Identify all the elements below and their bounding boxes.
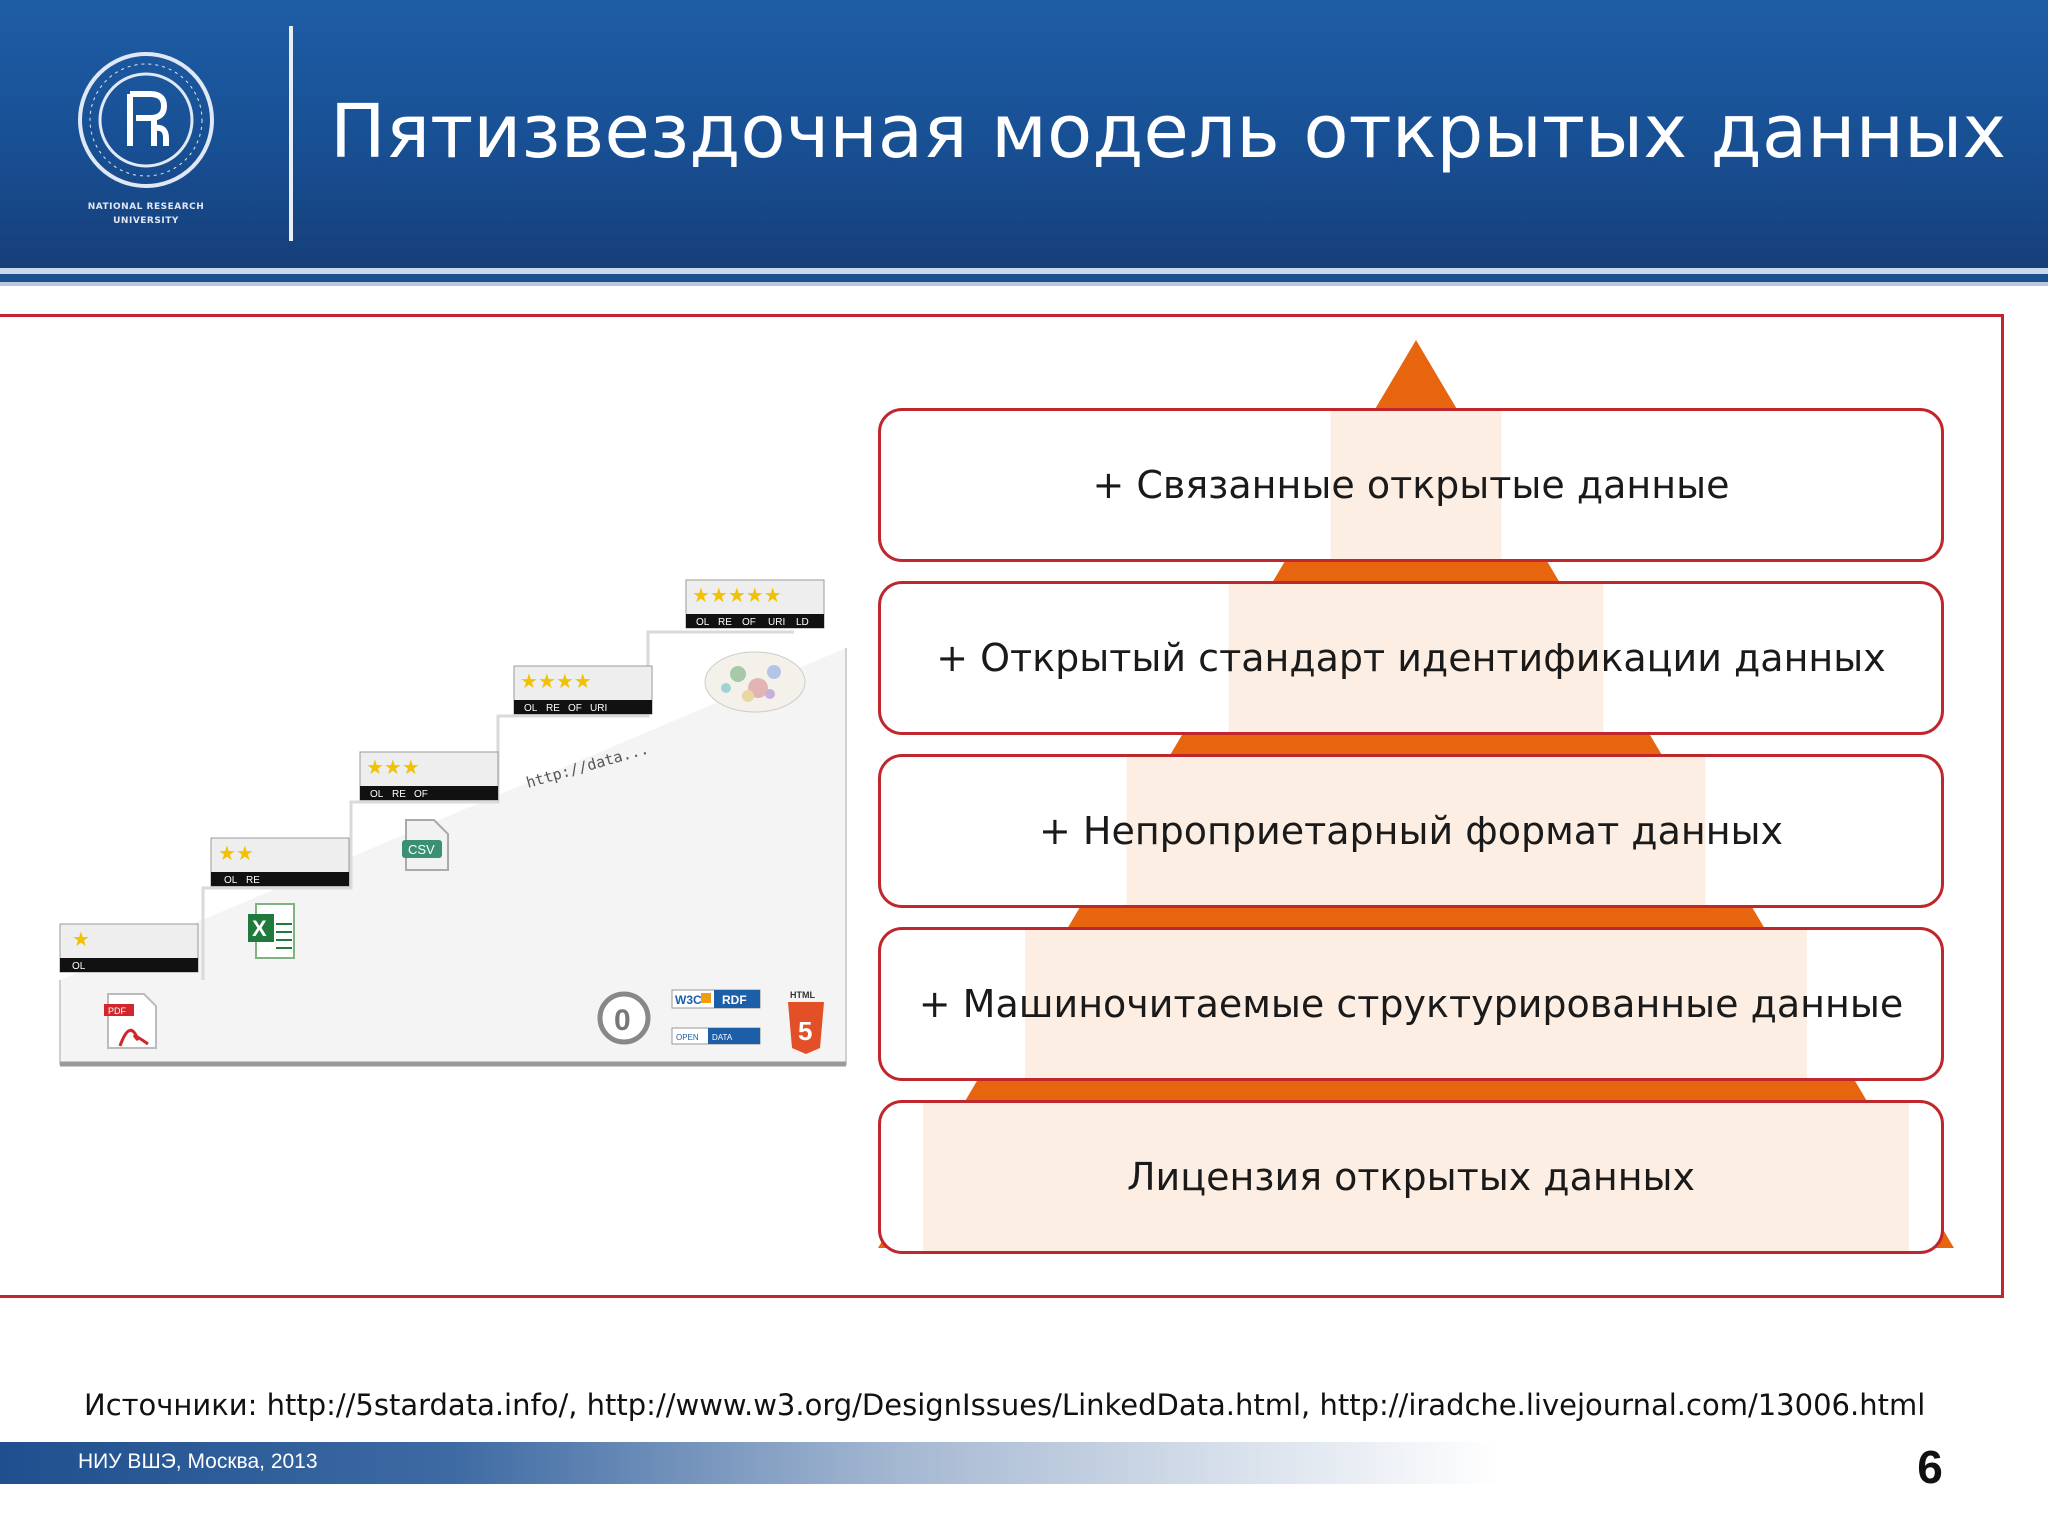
badge-label: RE	[718, 617, 732, 628]
svg-text:OPEN: OPEN	[676, 1033, 699, 1042]
pyramid-level-4: + Машиночитаемые структурированные данны…	[878, 927, 1944, 1081]
pyramid-level-5: Лицензия открытых данных	[878, 1100, 1944, 1254]
star-badge-5: ★★★★★ OL RE OF URI LD	[685, 579, 825, 629]
cc-zero-icon: 0	[597, 991, 651, 1045]
hse-logo: NATIONAL RESEARCH UNIVERSITY	[66, 48, 226, 248]
logo-caption-line1: NATIONAL RESEARCH	[87, 202, 205, 212]
slide-title: Пятизвездочная модель открытых данных	[330, 89, 2007, 175]
pyramid-level-label: + Открытый стандарт идентификации данных	[936, 636, 1886, 680]
badge-label: OF	[414, 789, 428, 800]
pyramid-level-label: + Непроприетарный формат данных	[1038, 809, 1784, 853]
html5-icon: HTML 5	[788, 990, 824, 1054]
star-badge-1: ★ OL	[59, 923, 199, 973]
badge-label: OL	[72, 961, 86, 972]
badge-label: RE	[546, 703, 560, 714]
badge-label: OL	[696, 617, 710, 628]
header-stripe	[0, 282, 2048, 286]
header-stripe	[0, 268, 2048, 274]
svg-text:0: 0	[614, 1004, 631, 1037]
badge-label: OF	[742, 617, 756, 628]
star-icon: ★★★★	[520, 669, 592, 693]
star-icon: ★	[72, 927, 90, 951]
excel-icon: X	[248, 903, 295, 959]
star-icon: ★★★★★	[692, 583, 782, 607]
badge-label: OF	[568, 703, 582, 714]
w3c-rdf-icon: W3C RDF	[671, 989, 761, 1009]
pyramid-level-3: + Непроприетарный формат данных	[878, 754, 1944, 908]
svg-text:CSV: CSV	[408, 842, 435, 857]
star-badge-3: ★★★ OL RE OF	[359, 751, 499, 801]
badge-label: OL	[224, 875, 238, 886]
badge-label: RE	[246, 875, 260, 886]
svg-text:DATA: DATA	[712, 1033, 733, 1042]
star-badge-4: ★★★★ OL RE OF URI	[513, 665, 653, 715]
svg-text:PDF: PDF	[108, 1006, 127, 1016]
pyramid-level-1: + Связанные открытые данные	[878, 408, 1944, 562]
five-star-staircase: ★ OL ★★ OL RE ★★★ OL RE OF ★★★★ OL RE OF…	[59, 579, 847, 1067]
svg-text:W3C: W3C	[675, 993, 702, 1007]
header-stripe	[0, 274, 2048, 282]
badge-label: LD	[796, 617, 809, 628]
badge-label: URI	[590, 703, 607, 714]
content-frame	[0, 314, 2004, 1298]
staircase-steps	[201, 630, 794, 980]
hse-seal-icon	[78, 52, 214, 188]
star-icon: ★★	[218, 841, 254, 865]
header-bar	[0, 0, 2048, 268]
badge-label: URI	[768, 617, 785, 628]
pyramid-level-label: + Машиночитаемые структурированные данны…	[918, 982, 1904, 1026]
page-number: 6	[1917, 1441, 1943, 1493]
footer-org: НИУ ВШЭ, Москва, 2013	[78, 1450, 318, 1473]
pyramid-level-2: + Открытый стандарт идентификации данных	[878, 581, 1944, 735]
star-badge-2: ★★ OL RE	[210, 837, 350, 887]
linked-data-cloud-icon	[704, 651, 806, 713]
pyramid-level-label: + Связанные открытые данные	[1092, 463, 1730, 507]
open-data-icon: OPEN DATA	[671, 1027, 761, 1045]
star-icon: ★★★	[366, 755, 420, 779]
pyramid-level-label: Лицензия открытых данных	[1126, 1155, 1696, 1199]
badge-label: OL	[370, 789, 384, 800]
svg-text:X: X	[252, 916, 267, 941]
badge-label: OL	[524, 703, 538, 714]
pdf-icon: PDF	[104, 993, 157, 1049]
svg-text:RDF: RDF	[722, 993, 747, 1007]
badge-label: RE	[392, 789, 406, 800]
svg-text:HTML: HTML	[790, 990, 815, 1000]
sources-text: Источники: http://5stardata.info/, http:…	[84, 1388, 1926, 1422]
logo-caption-line2: UNIVERSITY	[113, 216, 179, 226]
header-divider	[289, 26, 293, 241]
footer-bar	[0, 1442, 1500, 1484]
csv-icon: CSV	[402, 819, 449, 871]
logo-caption: NATIONAL RESEARCH UNIVERSITY	[66, 200, 226, 228]
svg-text:5: 5	[798, 1016, 812, 1046]
